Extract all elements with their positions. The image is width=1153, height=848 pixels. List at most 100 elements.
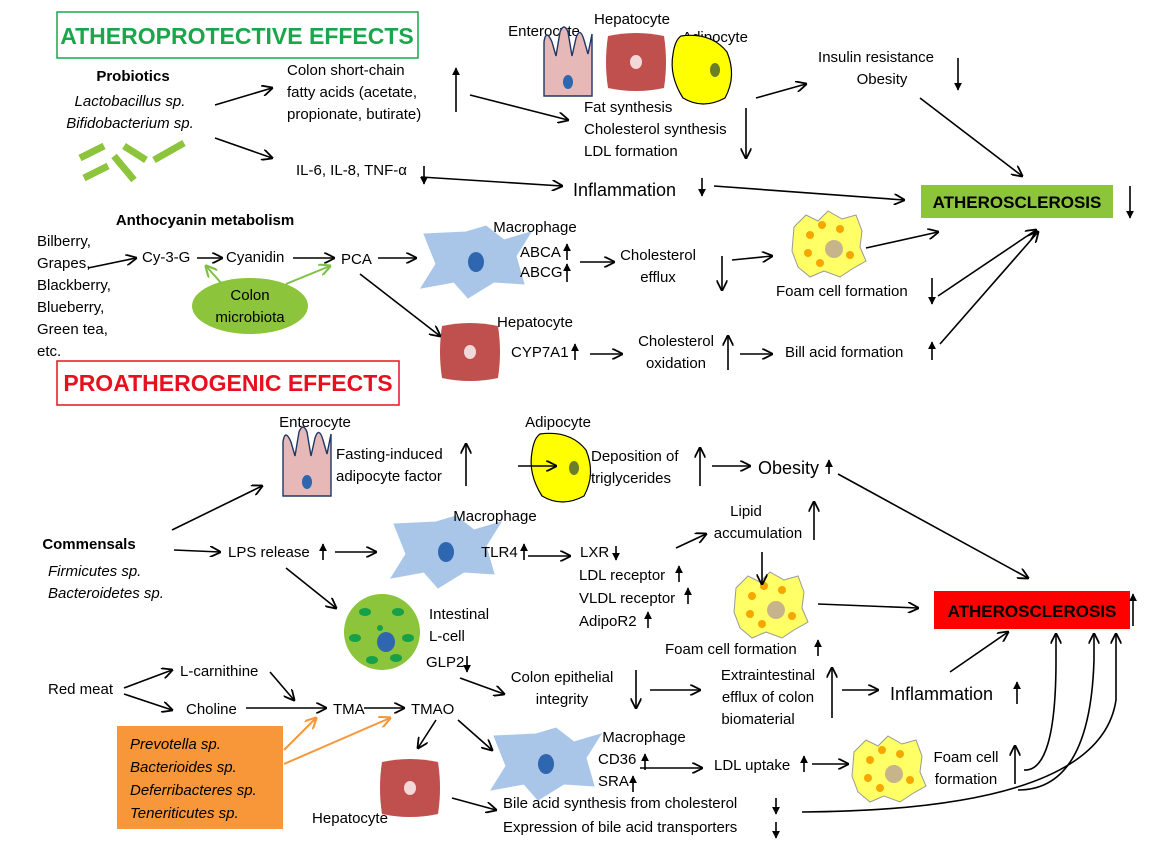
choline: Choline (186, 701, 237, 718)
inflammation-top: Inflammation (573, 180, 676, 200)
ldl-formation: LDL formation (584, 143, 678, 160)
probiotics-species-1: Lactobacillus sp. (75, 93, 186, 110)
lipid-acc-line-1: Lipid (730, 503, 762, 520)
bottom-indicators (319, 444, 1137, 839)
insulin-resistance: Insulin resistance (818, 49, 934, 66)
macrophage-icon-bottom2 (490, 727, 602, 801)
atherosclerosis-top: ATHEROSCLEROSIS (933, 193, 1102, 212)
colon-epi-line-2: integrity (536, 691, 589, 708)
food-etc: etc. (37, 343, 61, 360)
food-grapes: Grapes, (37, 255, 90, 272)
ldl-receptor-label: LDL receptor (579, 567, 665, 584)
atheroprotective-header: ATHEROPROTECTIVE EFFECTS (60, 23, 414, 49)
probiotics-species-2: Bifidobacterium sp. (66, 115, 194, 132)
colon-microbiota-line-1: Colon (230, 287, 269, 304)
anthocyanin-title: Anthocyanin metabolism (116, 212, 294, 229)
intestinal-line-2: L-cell (429, 628, 465, 645)
foam-cell-formation-top: Foam cell formation (776, 283, 908, 300)
top-indicators (420, 58, 1134, 370)
vldl-receptor-label: VLDL receptor (579, 590, 675, 607)
atherosclerosis-bottom: ATHEROSCLEROSIS (948, 602, 1117, 621)
obesity-bottom: Obesity (758, 458, 819, 478)
hepatocyte-label-top: Hepatocyte (594, 11, 670, 28)
lipid-acc-line-2: accumulation (714, 525, 802, 542)
obesity-top: Obesity (857, 71, 908, 88)
cyp7a1-label: CYP7A1 (511, 344, 569, 361)
foam-cell2-line-1: Foam cell (933, 749, 998, 766)
foam-cell-icon-top (791, 210, 867, 278)
cd36-label: CD36 (598, 751, 636, 768)
abca-label: ABCA (520, 244, 561, 261)
adipor2-label: AdipoR2 (579, 613, 637, 630)
scfa-line-3: propionate, butirate) (287, 106, 421, 123)
bottom-arrows (123, 466, 1116, 812)
atherosclerosis-green-box (921, 185, 1113, 218)
hepatocyte-icon-top2 (440, 323, 500, 381)
adipocyte-icon-bottom (530, 432, 592, 503)
microbiota-arrows (206, 266, 330, 285)
bill-acid-formation: Bill acid formation (785, 344, 903, 361)
bile-transporters: Expression of bile acid transporters (503, 819, 737, 836)
colon-microbiota-ellipse (192, 278, 308, 334)
extraint-line-1: Extraintestinal (721, 667, 815, 684)
foam-cell-icon-bottom (733, 571, 809, 639)
probiotics-rods-icon (78, 139, 186, 183)
enterocyte-label-bottom: Enterocyte (279, 414, 351, 431)
fiaf-line-1: Fasting-induced (336, 446, 443, 463)
macrophage-label-top: Macrophage (493, 219, 576, 236)
hepatocyte-label-top2: Hepatocyte (497, 314, 573, 331)
bacteria-teneriticutes: Teneriticutes sp. (130, 805, 239, 822)
macrophage-icon-top (420, 225, 532, 299)
bile-synthesis: Bile acid synthesis from cholesterol (503, 795, 737, 812)
foam-cell-formation-bottom: Foam cell formation (665, 641, 797, 658)
cholesterol-oxidation-2: oxidation (646, 355, 706, 372)
commensals-species-1: Firmicutes sp. (48, 563, 141, 580)
fiaf-line-2: adipocyte factor (336, 468, 442, 485)
glp2-label: GLP2 (426, 654, 464, 671)
intestinal-l-cell-icon (344, 594, 420, 670)
atheroprotective-header-box (56, 11, 419, 59)
cholesterol-oxidation-1: Cholesterol (638, 333, 714, 350)
bacteria-prevotella: Prevotella sp. (130, 736, 221, 753)
fat-synthesis: Fat synthesis (584, 99, 672, 116)
extraint-line-2: efflux of colon (722, 689, 814, 706)
cyanidin-label: Cyanidin (226, 249, 284, 266)
cytokines-label: IL-6, IL-8, TNF-α (296, 162, 407, 179)
food-blackberry: Blackberry, (37, 277, 111, 294)
food-blueberry: Blueberry, (37, 299, 104, 316)
bacteria-deferribacteres: Deferribacteres sp. (130, 782, 257, 799)
hepatocyte-label-bottom: Hepatocyte (312, 810, 388, 827)
tma-label: TMA (333, 701, 365, 718)
colon-microbiota-line-2: microbiota (215, 309, 285, 326)
ldl-uptake: LDL uptake (714, 757, 790, 774)
deposition-line-2: triglycerides (591, 470, 671, 487)
sra-label: SRA (598, 773, 629, 790)
macrophage-label-bottom2: Macrophage (602, 729, 685, 746)
foam-cell2-line-2: formation (935, 771, 998, 788)
proatherogenic-header-box (56, 360, 400, 406)
food-green-tea: Green tea, (37, 321, 108, 338)
probiotics-title: Probiotics (96, 68, 169, 85)
lps-release: LPS release (228, 544, 310, 561)
scfa-line-2: fatty acids (acetate, (287, 84, 417, 101)
foam-cell-icon-bottom2 (851, 735, 927, 803)
enterocyte-icon-bottom (282, 426, 332, 497)
cy3g-label: Cy-3-G (142, 249, 190, 266)
red-meat: Red meat (48, 681, 114, 698)
intestinal-line-1: Intestinal (429, 606, 489, 623)
extraint-line-3: biomaterial (721, 711, 794, 728)
hepatocyte-icon (606, 33, 666, 91)
commensals-species-2: Bacteroidetes sp. (48, 585, 164, 602)
bacteria-arrows (283, 718, 390, 765)
bacteria-bacterioides: Bacterioides sp. (130, 759, 237, 776)
cholesterol-efflux-1: Cholesterol (620, 247, 696, 264)
top-arrows (87, 84, 1038, 354)
scfa-line-1: Colon short-chain (287, 62, 405, 79)
abcg-label: ABCG (520, 264, 563, 281)
proatherogenic-header: PROATHEROGENIC EFFECTS (63, 370, 392, 396)
hepatocyte-icon-bottom (380, 759, 440, 817)
macrophage-label-bottom: Macrophage (453, 508, 536, 525)
tmao-label: TMAO (411, 701, 454, 718)
cholesterol-efflux-2: efflux (640, 269, 676, 286)
